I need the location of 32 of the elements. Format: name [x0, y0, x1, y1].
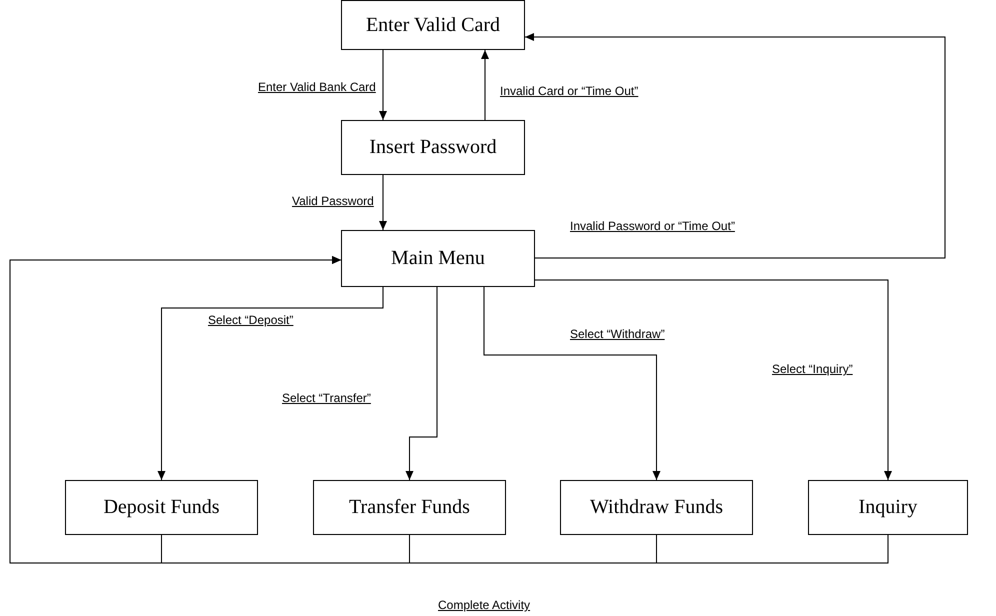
arrow: [379, 50, 387, 120]
note-label: Complete Activity: [438, 598, 530, 612]
edge-label: Select “Transfer”: [282, 391, 371, 405]
state-name: Main Menu: [391, 247, 485, 270]
state-name: Withdraw Funds: [590, 496, 724, 519]
edge-label: Invalid Card or “Time Out”: [500, 84, 638, 98]
arrow: [484, 286, 660, 480]
edge-label: Enter Valid Bank Card: [258, 80, 376, 94]
arrow: [481, 50, 489, 120]
state-name: Transfer Funds: [349, 496, 470, 519]
state-box: [341, 0, 525, 50]
edge-label: Select “Withdraw”: [570, 327, 665, 341]
arrow: [379, 174, 387, 230]
state-box: [65, 480, 258, 535]
arrow: [10, 256, 888, 564]
arrow: [524, 33, 946, 258]
state-box: [341, 120, 525, 175]
state-box: [341, 230, 535, 287]
arrow: [158, 286, 384, 480]
state-name: Deposit Funds: [103, 496, 220, 519]
state-box: [808, 480, 968, 535]
state-box: [560, 480, 753, 535]
state-name: Insert Password: [369, 136, 497, 159]
edge-label: Invalid Password or “Time Out”: [570, 219, 735, 233]
edge-label: Valid Password: [292, 194, 374, 208]
arrow: [406, 286, 438, 480]
state-name: Inquiry: [858, 496, 918, 519]
state-box: [313, 480, 506, 535]
edge-label: Select “Inquiry”: [772, 362, 853, 376]
edge-label: Select “Deposit”: [208, 313, 294, 327]
arrow: [534, 280, 892, 480]
state-name: Enter Valid Card: [366, 14, 500, 36]
